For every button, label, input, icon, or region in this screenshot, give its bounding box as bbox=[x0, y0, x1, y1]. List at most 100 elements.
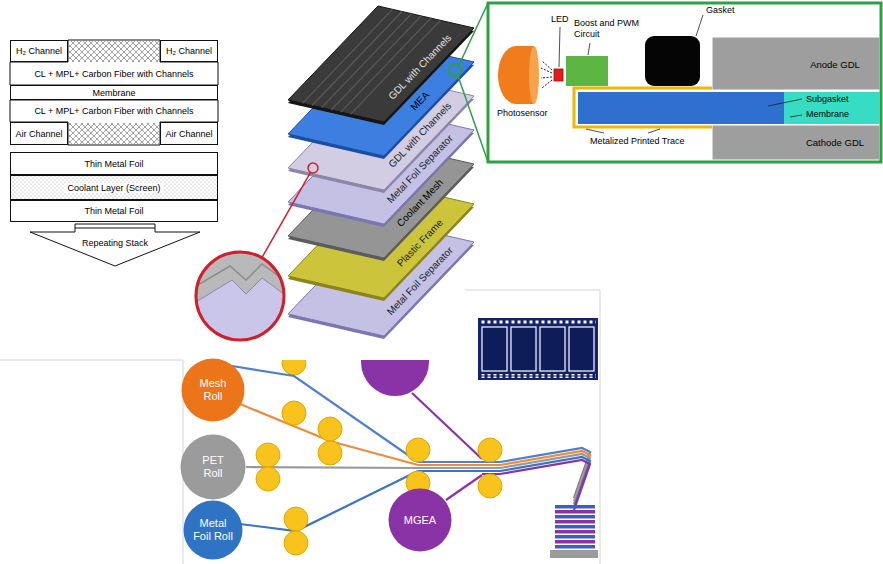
membrane-band bbox=[784, 92, 880, 124]
part-label: Gasket bbox=[706, 5, 735, 16]
light-rays bbox=[541, 61, 552, 88]
node-text: Thin Metal Foil bbox=[84, 206, 143, 216]
feed-roll bbox=[361, 360, 429, 396]
photosensor-body bbox=[498, 46, 534, 104]
roll-circle: PET Roll bbox=[180, 434, 246, 500]
roller bbox=[406, 438, 430, 462]
image-frame bbox=[0, 290, 600, 564]
channel-box-outline bbox=[161, 41, 218, 62]
node-text: Thin Metal Foil bbox=[84, 158, 143, 168]
film-perforations bbox=[480, 320, 596, 324]
led-symbol bbox=[554, 69, 563, 81]
node-text: Membrane bbox=[92, 87, 135, 97]
part-label: Membrane bbox=[806, 109, 849, 120]
node-text: H₂ Channel bbox=[16, 46, 62, 56]
node-text: Repeating Stack bbox=[82, 238, 148, 248]
roller bbox=[318, 417, 342, 441]
roller bbox=[282, 360, 306, 375]
stack-sheet bbox=[555, 525, 595, 529]
film-frame bbox=[482, 327, 507, 371]
leader-line bbox=[559, 27, 560, 67]
roller bbox=[318, 441, 342, 465]
gdl-box: Cathode GDL bbox=[712, 125, 880, 160]
label-anchor: Gasket bbox=[706, 5, 735, 16]
channel-box: H₂ Channel bbox=[160, 40, 218, 62]
node-text: H₂ Channel bbox=[166, 46, 212, 56]
zoom-circle bbox=[196, 252, 284, 340]
node-text: Anode GDL bbox=[810, 60, 860, 71]
film-perforations bbox=[480, 374, 596, 378]
node-text: CL + MPL+ Carbon Fiber with Channels bbox=[34, 68, 193, 78]
stack-sheet bbox=[555, 535, 595, 539]
leader-line bbox=[586, 129, 604, 133]
stack-sheet bbox=[555, 515, 595, 519]
web-line bbox=[446, 475, 482, 500]
roll-circle: Mesh Roll bbox=[181, 358, 245, 422]
label-anchor: Subgasket bbox=[806, 94, 849, 105]
gdl-box-outline bbox=[713, 38, 880, 90]
part-label: Photosensor bbox=[497, 108, 548, 119]
channel-box: Air Channel bbox=[10, 122, 68, 145]
node-text: MGEA bbox=[404, 514, 436, 527]
mesh-detail bbox=[196, 264, 284, 286]
fiber-rib bbox=[69, 123, 159, 144]
part-label: Metalized Printed Trace bbox=[590, 136, 685, 147]
foil-layer-outline bbox=[11, 201, 218, 222]
roller bbox=[282, 401, 306, 425]
foil-detail bbox=[196, 278, 284, 340]
fiber-rib bbox=[69, 41, 159, 62]
leader-line bbox=[588, 43, 590, 55]
node-text: PET Roll bbox=[193, 454, 233, 479]
roll-circle-outline bbox=[389, 489, 452, 552]
stack-sheet bbox=[555, 510, 595, 514]
printed-trace bbox=[574, 88, 712, 127]
roll-circle: Metal Foil Roll bbox=[183, 500, 243, 560]
film-frame bbox=[540, 327, 565, 371]
roll-circle-outline bbox=[182, 359, 245, 422]
channel-box-outline bbox=[161, 123, 218, 145]
node-text: Air Channel bbox=[15, 128, 62, 138]
roller bbox=[478, 438, 502, 462]
stack-base bbox=[550, 550, 598, 558]
roller bbox=[478, 474, 502, 498]
gdl-box: Anode GDL bbox=[712, 37, 880, 90]
roll-circle: MGEA bbox=[388, 488, 452, 552]
leader-line bbox=[648, 129, 660, 133]
leader-line bbox=[790, 115, 802, 117]
foil-layer-outline bbox=[11, 153, 218, 175]
subgasket-band bbox=[578, 92, 784, 124]
node-text: Mesh Roll bbox=[193, 377, 233, 402]
node-text: Cathode GDL bbox=[806, 138, 864, 149]
node-text: Coolant Layer (Screen) bbox=[64, 182, 163, 192]
node-text: Air Channel bbox=[165, 128, 212, 138]
membrane-layer: Membrane bbox=[10, 85, 218, 100]
membrane-layer-outline bbox=[11, 86, 218, 100]
foil-layer: Thin Metal Foil bbox=[10, 152, 218, 175]
leader-line bbox=[768, 99, 802, 106]
roll-circle-outline bbox=[181, 435, 246, 500]
label-anchor: Boost and PWM Circuit bbox=[574, 18, 646, 40]
label-anchor: Membrane bbox=[806, 109, 849, 120]
gasket-block bbox=[645, 36, 700, 86]
film-frame bbox=[569, 327, 594, 371]
arrow-stripe bbox=[75, 228, 155, 229]
zoom-leader bbox=[262, 172, 311, 257]
coolant-layer: Coolant Layer (Screen) bbox=[10, 175, 218, 200]
carbon-layer-outline bbox=[10, 40, 218, 85]
channel-box: H₂ Channel bbox=[10, 40, 68, 62]
roller bbox=[284, 531, 308, 555]
zoom-marker bbox=[308, 163, 318, 173]
stack-sheet bbox=[555, 540, 595, 544]
channel-box-outline bbox=[11, 123, 68, 145]
gdl-box-outline bbox=[713, 126, 880, 160]
gdl-layer-outline bbox=[288, 6, 474, 122]
callout-frame bbox=[488, 3, 881, 162]
leader-line bbox=[696, 15, 703, 36]
coolant-layer-outline bbox=[11, 176, 218, 200]
film-frame bbox=[511, 327, 536, 371]
part-label: Subgasket bbox=[806, 94, 849, 105]
channel-groove bbox=[302, 9, 392, 103]
part-label: Boost and PWM Circuit bbox=[574, 18, 646, 40]
